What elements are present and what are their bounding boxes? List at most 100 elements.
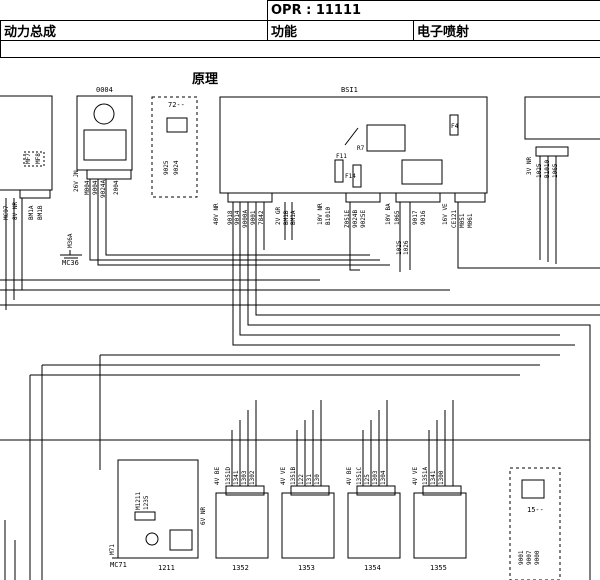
- label-pump-w1: M1211: [135, 492, 142, 510]
- wire-9018: [232, 202, 575, 346]
- label-inj1-conn: 4V BE: [214, 467, 221, 485]
- label-bsi-conn5: 16V VE: [442, 203, 449, 225]
- label-component-bsi: BSI1: [341, 86, 358, 94]
- label-right-w3: 1065: [552, 163, 559, 178]
- label-bsi-w16: 9016: [420, 210, 427, 225]
- label-bsi-w15: 9017: [412, 210, 419, 225]
- label-inj4-id: 1355: [430, 564, 447, 572]
- fuse-f4-box: [449, 114, 459, 136]
- label-inj3-w1: 1351C: [356, 467, 363, 485]
- wire-9014: [239, 202, 560, 336]
- label-inj3-w2: 125: [364, 474, 371, 485]
- label-bsi-w10: 9024B: [352, 210, 359, 228]
- bsi-connector-1: [227, 192, 273, 203]
- component-72-box: [151, 96, 198, 198]
- label-fuse-f11: F11: [336, 153, 347, 160]
- label-inj3-w4: 1304: [380, 470, 387, 485]
- label-fuse-f14: F14: [345, 173, 356, 180]
- injector-1355-box: [413, 492, 467, 559]
- injector-1355-connector: [422, 485, 462, 496]
- label-inj4-w1: 1351A: [422, 467, 429, 485]
- wire-9001: [255, 202, 600, 316]
- pump-connector: [134, 511, 156, 521]
- injector-1354-connector: [356, 485, 396, 496]
- label-bsi-w12: 1065: [394, 210, 401, 225]
- wire-2004: [105, 179, 370, 256]
- label-inj3-conn: 4V BE: [346, 467, 353, 485]
- right-component-box: [524, 96, 600, 140]
- connector-72: [166, 117, 188, 133]
- label-inj4-w3: 1300: [438, 470, 445, 485]
- label-left-w2: BM1B: [37, 205, 44, 220]
- injector-1355-wires: [428, 400, 454, 486]
- label-bsi-w11: 9025E: [360, 210, 367, 228]
- wire-lower-left: [4, 520, 16, 580]
- label-inj1-w3: 1303: [241, 470, 248, 485]
- injector-1352-box: [215, 492, 269, 559]
- left-connector: [19, 189, 51, 199]
- mf-fuse-box: [23, 151, 45, 167]
- label-relay-r7: R7: [357, 145, 365, 152]
- relay-r7-box: [366, 124, 406, 152]
- wire-9000a: [247, 202, 591, 580]
- wire-ce121: [457, 202, 600, 269]
- label-c0004-w3: 9024A: [100, 180, 107, 198]
- header-table: OPR : 11111 动力总成 功能 电子喷射: [0, 0, 600, 70]
- label-inj2-w2: 122: [298, 474, 305, 485]
- label-bsi-w17: CE121: [451, 210, 458, 228]
- label-c72-w2: 9024: [173, 160, 180, 175]
- wire-9004: [89, 179, 380, 261]
- switch-line: [344, 127, 359, 146]
- diagram-title: 原理: [192, 72, 219, 87]
- wire-9024a: [97, 179, 390, 266]
- bsi-connector-4: [454, 192, 486, 203]
- label-bsi-w18: M051: [459, 213, 466, 228]
- component-0004-box: [76, 95, 133, 171]
- label-inj2-id: 1353: [298, 564, 315, 572]
- label-bsi-w14: 1025: [396, 240, 403, 255]
- connector-0004: [86, 169, 132, 180]
- injector-1353-connector: [290, 485, 330, 496]
- label-inj4-conn: 4V VE: [412, 467, 419, 485]
- label-inj1-w1: 1351D: [225, 467, 232, 485]
- bsi-connector-3: [395, 192, 441, 203]
- label-bsi-w13: 1026: [403, 240, 410, 255]
- label-left-w1: BM1A: [28, 205, 35, 220]
- label-c0004-w2: 9004: [92, 180, 99, 195]
- label-mf7: MF7: [25, 153, 32, 164]
- fuel-pump-icon: [169, 529, 193, 551]
- label-bsi-w8: B1010: [325, 207, 332, 225]
- label-bsi-w1: 9018: [227, 210, 234, 225]
- label-c15-w3: 9000: [534, 550, 541, 565]
- ground-mc36-symbol: [60, 254, 82, 259]
- label-component-0004: 0004: [96, 86, 113, 94]
- label-inj2-w3: 131: [306, 474, 313, 485]
- label-c15-w1: 9001: [518, 550, 525, 565]
- label-left-conn: 8V NR: [12, 202, 19, 220]
- label-ground-m36a: M36A: [67, 233, 74, 248]
- label-bsi-w6: BM1B: [283, 210, 290, 225]
- component-15-box: [509, 467, 561, 580]
- label-c0004-w1: M004: [84, 180, 91, 195]
- label-right-w1: 1025: [536, 163, 543, 178]
- label-left-w0: MC97: [3, 205, 10, 220]
- label-inj4-w2: 1341: [430, 470, 437, 485]
- label-bsi-conn1: 40V NR: [213, 203, 220, 225]
- fuse-f14-box: [352, 164, 362, 188]
- label-mf8: MF8: [35, 153, 42, 164]
- left-component-box: [0, 95, 53, 191]
- label-bsi-w4: 9001: [250, 210, 257, 225]
- label-c15-w2: 9007: [526, 550, 533, 565]
- pump-motor-icon: [145, 532, 159, 546]
- label-c0004-w4: 2004: [113, 180, 120, 195]
- right-connector: [535, 146, 569, 157]
- label-bsi-conn4: 10V BA: [385, 203, 392, 225]
- label-bsi-w5: 7842: [258, 210, 265, 225]
- label-ground-mc36: MC36: [62, 259, 79, 267]
- label-bsi-w19: M061: [467, 213, 474, 228]
- label-ground-m71: M71: [109, 544, 116, 555]
- label-pump-w2: 1235: [143, 495, 150, 510]
- fuse-f11-box: [334, 159, 344, 183]
- label-bsi-w9: Z051E: [344, 210, 351, 228]
